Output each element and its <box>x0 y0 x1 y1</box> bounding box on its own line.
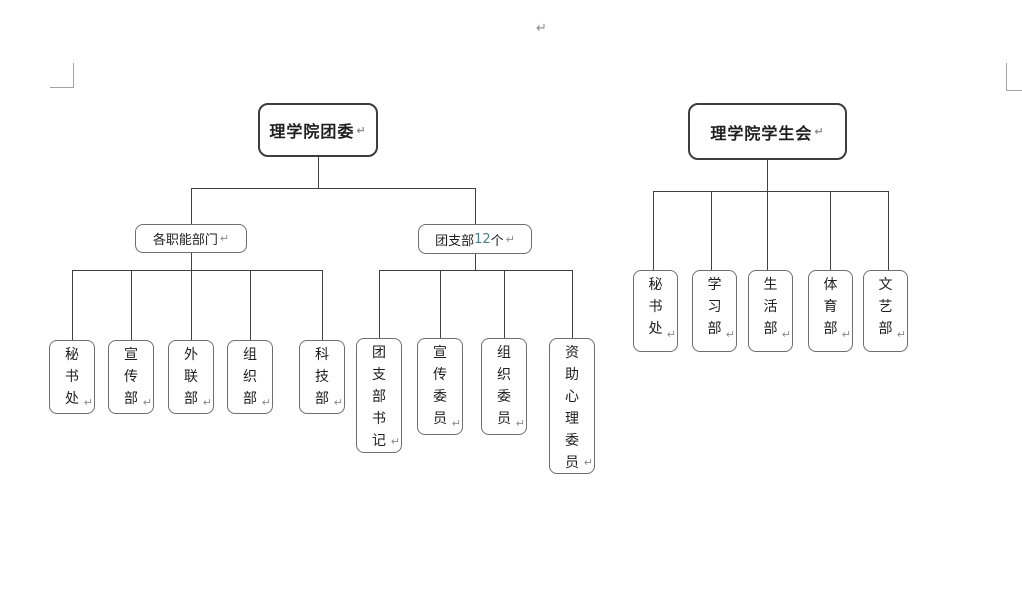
branch-count: 12 <box>474 231 491 247</box>
connector-line <box>711 191 712 270</box>
org-box-label: 文艺部 <box>878 277 893 337</box>
paragraph-mark: ↵ <box>725 328 735 341</box>
org-box-label: 组织部 <box>243 347 257 407</box>
org-box-organization-dept[interactable]: 组织部 ↵ <box>227 340 273 414</box>
org-box-secretariat[interactable]: 秘书处 ↵ <box>49 340 95 414</box>
org-box-arts-dept[interactable]: 文艺部 ↵ <box>863 270 908 352</box>
paragraph-mark: ↵ <box>202 396 212 409</box>
connector-line <box>250 270 251 340</box>
paragraph-mark: ↵ <box>451 417 461 430</box>
org-box-label: 外联部 <box>184 347 198 407</box>
paragraph-mark: ↵ <box>390 435 400 448</box>
text-boundary-mark-right <box>1006 63 1022 91</box>
connector-line <box>767 160 768 191</box>
org-box-branch-secretary[interactable]: 团支部书记 ↵ <box>356 338 402 453</box>
paragraph-mark: ↵ <box>841 328 851 341</box>
connector-line <box>504 270 505 338</box>
connector-line <box>191 270 192 340</box>
org-box-life-dept[interactable]: 生活部 ↵ <box>748 270 793 352</box>
connector-line <box>830 191 831 270</box>
org-box-label: 各职能部门 <box>152 233 218 248</box>
connector-line <box>72 270 323 271</box>
paragraph-mark: ↵ <box>896 328 906 341</box>
org-box-label: 宣传部 <box>124 347 138 407</box>
org-box-label: 理学院团委 <box>269 122 355 141</box>
org-box-league-root[interactable]: 理学院团委↵ <box>258 103 378 157</box>
connector-line <box>475 254 476 270</box>
connector-line <box>440 270 441 338</box>
org-box-label: 个 <box>490 233 504 249</box>
connector-line <box>131 270 132 340</box>
org-box-label: 体育部 <box>823 277 838 337</box>
org-box-publicity-dept[interactable]: 宣传部 ↵ <box>108 340 154 414</box>
org-box-branch-aid-psychology-member[interactable]: 资助心理委员 ↵ <box>549 338 595 474</box>
paragraph-mark: ↵ <box>261 396 271 409</box>
org-box-union-secretariat[interactable]: 秘书处 ↵ <box>633 270 678 352</box>
connector-line <box>379 270 573 271</box>
org-box-label: 团支部 <box>435 233 475 249</box>
org-box-label: 秘书处 <box>65 347 79 407</box>
connector-line <box>653 191 654 270</box>
org-box-league-branches[interactable]: 团支部 12 个↵ <box>418 224 532 254</box>
org-box-scitech-dept[interactable]: 科技部 ↵ <box>299 340 345 414</box>
connector-line <box>191 188 476 189</box>
connector-line <box>191 253 192 270</box>
paragraph-mark: ↵ <box>83 396 93 409</box>
paragraph-mark: ↵ <box>666 328 676 341</box>
org-box-sports-dept[interactable]: 体育部 ↵ <box>808 270 853 352</box>
paragraph-mark: ↵ <box>142 396 152 409</box>
connector-line <box>318 157 319 188</box>
paragraph-mark: ↵ <box>219 232 230 245</box>
connector-line <box>767 191 768 270</box>
connector-line <box>475 188 476 224</box>
paragraph-mark: ↵ <box>781 328 791 341</box>
connector-line <box>379 270 380 338</box>
text-boundary-mark-left <box>50 63 74 88</box>
paragraph-mark: ↵ <box>814 125 825 138</box>
connector-line <box>888 191 889 270</box>
paragraph-mark: ↵ <box>583 456 593 469</box>
org-box-label: 团支部书记 <box>372 345 386 449</box>
paragraph-mark: ↵ <box>536 21 547 36</box>
org-box-label: 秘书处 <box>648 277 663 337</box>
org-box-branch-organization-member[interactable]: 组织委员 ↵ <box>481 338 527 435</box>
org-box-label: 组织委员 <box>497 345 511 427</box>
org-box-label: 理学院学生会 <box>710 123 813 143</box>
org-box-study-dept[interactable]: 学习部 ↵ <box>692 270 737 352</box>
org-box-branch-publicity-member[interactable]: 宣传委员 ↵ <box>417 338 463 435</box>
org-box-label: 学习部 <box>707 277 722 337</box>
org-box-union-root[interactable]: 理学院学生会↵ <box>688 103 847 160</box>
paragraph-mark: ↵ <box>505 232 515 246</box>
org-box-label: 资助心理委员 <box>565 345 579 471</box>
connector-line <box>322 270 323 340</box>
paragraph-mark: ↵ <box>515 417 525 430</box>
connector-line <box>191 188 192 224</box>
connector-line <box>572 270 573 338</box>
org-box-label: 科技部 <box>315 347 329 407</box>
connector-line <box>72 270 73 340</box>
org-box-external-relations-dept[interactable]: 外联部 ↵ <box>168 340 214 414</box>
org-box-label: 宣传委员 <box>433 345 447 427</box>
paragraph-mark: ↵ <box>333 396 343 409</box>
connector-line <box>653 191 889 192</box>
org-box-functional-departments[interactable]: 各职能部门↵ <box>135 224 247 253</box>
paragraph-mark: ↵ <box>356 123 367 137</box>
org-box-label: 生活部 <box>763 277 778 337</box>
